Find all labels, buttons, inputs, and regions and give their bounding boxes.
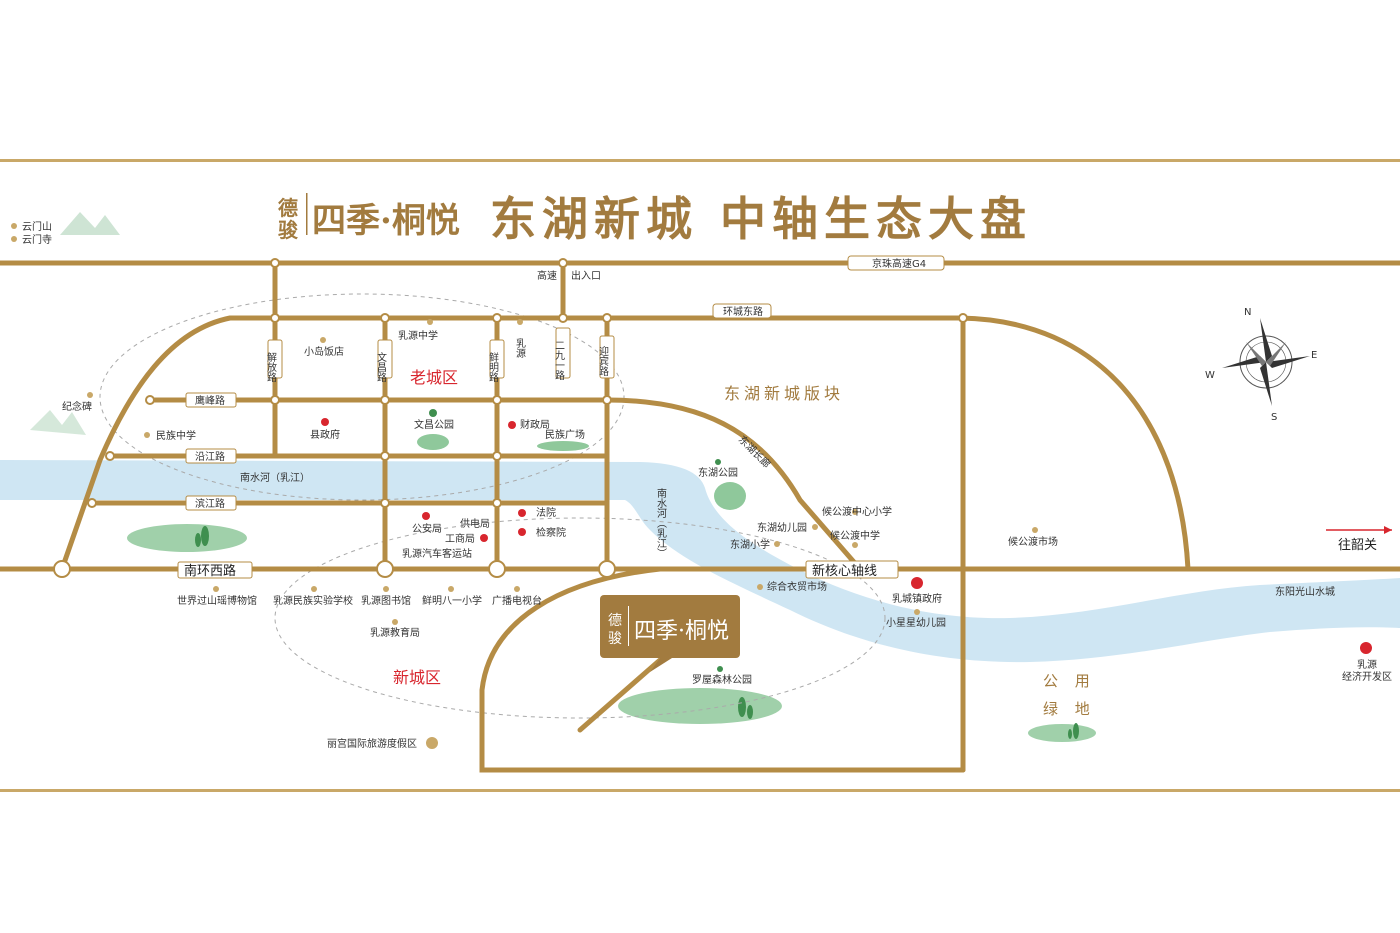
road-xianming: 鲜明路 xyxy=(487,351,499,383)
poi-dev-zone-2: 经济开发区 xyxy=(1342,670,1392,683)
brand-char-1: 德 xyxy=(278,196,298,220)
project-logo-box xyxy=(600,595,740,658)
poi-ruyuan-middle: 乳源中学 xyxy=(398,329,438,342)
river-label-vertical: 南水河（乳江） xyxy=(655,487,667,558)
poi-tv-station: 广播电视台 xyxy=(492,594,542,607)
road-core-axis: 新核心轴线 xyxy=(812,563,877,579)
horizontal-road-boxes xyxy=(177,392,899,579)
brand-name: 四季·桐悦 xyxy=(312,201,460,241)
poi-xianming-school: 鲜明八一小学 xyxy=(422,594,482,607)
road-donghu-corridor: 东湖长廊 xyxy=(736,433,773,470)
mountain-icon xyxy=(60,212,120,235)
tree-icons xyxy=(195,526,1079,739)
poi-court: 法院 xyxy=(536,506,556,519)
poi-edu-bureau: 乳源教育局 xyxy=(370,626,420,639)
brand-char-2: 骏 xyxy=(278,218,298,242)
project-logo-char-2: 骏 xyxy=(608,631,622,647)
poi-ethnic-school: 乳源民族实验学校 xyxy=(273,594,353,607)
poi-donghu-park: 东湖公园 xyxy=(698,466,738,479)
project-logo-pointer xyxy=(650,658,672,672)
road-yingbin: 迎宾路 xyxy=(597,346,609,377)
road-binjiang: 滨江路 xyxy=(195,497,225,510)
vertical-road-labels xyxy=(267,327,615,379)
poi-procuratorate: 检察院 xyxy=(536,526,566,539)
compass-s: S xyxy=(1271,412,1277,423)
poi-dongyang: 东阳光山水城 xyxy=(1275,585,1335,598)
old-city-label: 老城区 xyxy=(410,368,458,387)
poi-commerce-bureau: 工商局 xyxy=(445,532,475,545)
poi-bus-station: 乳源汽车客运站 xyxy=(402,547,472,560)
new-city-boundary xyxy=(274,517,886,719)
poi-xiaoxingxing: 小星星幼儿园 xyxy=(886,616,946,629)
road-huancheng-east: 环城东路 xyxy=(723,305,763,318)
poi-library: 乳源图书馆 xyxy=(361,594,411,607)
g4-label-box xyxy=(847,255,945,271)
poi-markers xyxy=(87,319,1372,749)
poi-finance-bureau: 财政局 xyxy=(520,418,550,431)
poi-donghu-primary: 东湖小学 xyxy=(730,538,770,551)
legend-dot-1 xyxy=(11,223,17,229)
poi-clothing-market: 综合衣贸市场 xyxy=(767,580,827,593)
roundabouts xyxy=(53,258,968,578)
road-yanjiang: 沿江路 xyxy=(195,450,225,463)
river-label: 南水河（乳江） xyxy=(240,471,310,484)
exit-label-a: 高速 xyxy=(537,269,557,282)
road-jiefang: 解放路 xyxy=(265,351,277,383)
poi-donghu-kinder: 东湖幼儿园 xyxy=(757,521,807,534)
poi-rucheng-gov: 乳城镇政府 xyxy=(892,592,942,605)
public-green-1: 公 用 xyxy=(1043,672,1096,690)
old-city-boundary xyxy=(99,293,625,501)
huancheng-box xyxy=(712,303,772,319)
g4-label: 京珠高速G4 xyxy=(872,257,926,270)
exit-label-b: 出入口 xyxy=(571,269,601,282)
poi-power-bureau: 供电局 xyxy=(460,517,490,530)
project-logo-divider xyxy=(628,606,629,646)
mountain-icon-2 xyxy=(30,410,86,435)
slogan: 东湖新城 中轴生态大盘 xyxy=(490,192,1032,246)
poi-county-gov: 县政府 xyxy=(310,428,340,441)
poi-hougongdu-primary: 候公渡中心小学 xyxy=(822,505,892,518)
legend-dot-2 xyxy=(11,236,17,242)
ruyuan-yixiao: 乳源 xyxy=(514,337,526,359)
poi-dev-zone-1: 乳源 xyxy=(1357,658,1377,671)
compass-w: W xyxy=(1205,370,1215,381)
road-nanhuan-west: 南环西路 xyxy=(184,563,236,579)
poi-world-museum: 世界过山瑶博物馆 xyxy=(177,594,257,607)
road-yingfeng: 鹰峰路 xyxy=(195,394,225,407)
poi-xiaodao-hotel: 小岛饭店 xyxy=(304,345,344,358)
legend-item-2: 云门寺 xyxy=(22,233,52,246)
east-lake-block-label: 东湖新城版块 xyxy=(724,384,844,403)
arrow-head-icon xyxy=(1384,526,1392,534)
poi-minzu-middle: 民族中学 xyxy=(156,429,196,442)
poi-memorial: 纪念碑 xyxy=(62,400,92,413)
legend-item-1: 云门山 xyxy=(22,220,52,233)
poi-luowu-park: 罗屋森林公园 xyxy=(692,673,752,686)
project-logo-name: 四季·桐悦 xyxy=(634,619,729,644)
road-erjiuyi: 二九一路 xyxy=(553,340,565,381)
public-green-2: 绿 地 xyxy=(1043,700,1096,718)
top-border xyxy=(0,159,1400,162)
poi-wenchang-park: 文昌公园 xyxy=(414,418,454,431)
poi-liguan-resort: 丽宫国际旅游度假区 xyxy=(327,737,417,750)
brand-divider xyxy=(306,193,308,235)
new-city-label: 新城区 xyxy=(393,668,441,687)
poi-minzu-square: 民族广场 xyxy=(545,428,585,441)
poi-hougongdu-middle: 候公渡中学 xyxy=(830,529,880,542)
compass-n: N xyxy=(1244,307,1251,318)
road-wenchang: 文昌路 xyxy=(375,351,387,383)
compass-e: E xyxy=(1311,350,1317,361)
poi-public-security: 公安局 xyxy=(412,522,442,535)
poi-hougongdu-market: 候公渡市场 xyxy=(1008,535,1058,548)
project-logo-char-1: 德 xyxy=(608,613,622,629)
river xyxy=(0,460,1400,663)
compass-icon xyxy=(1222,318,1310,406)
poi-shaoguan: 往韶关 xyxy=(1338,537,1377,553)
bottom-border xyxy=(0,789,1400,792)
